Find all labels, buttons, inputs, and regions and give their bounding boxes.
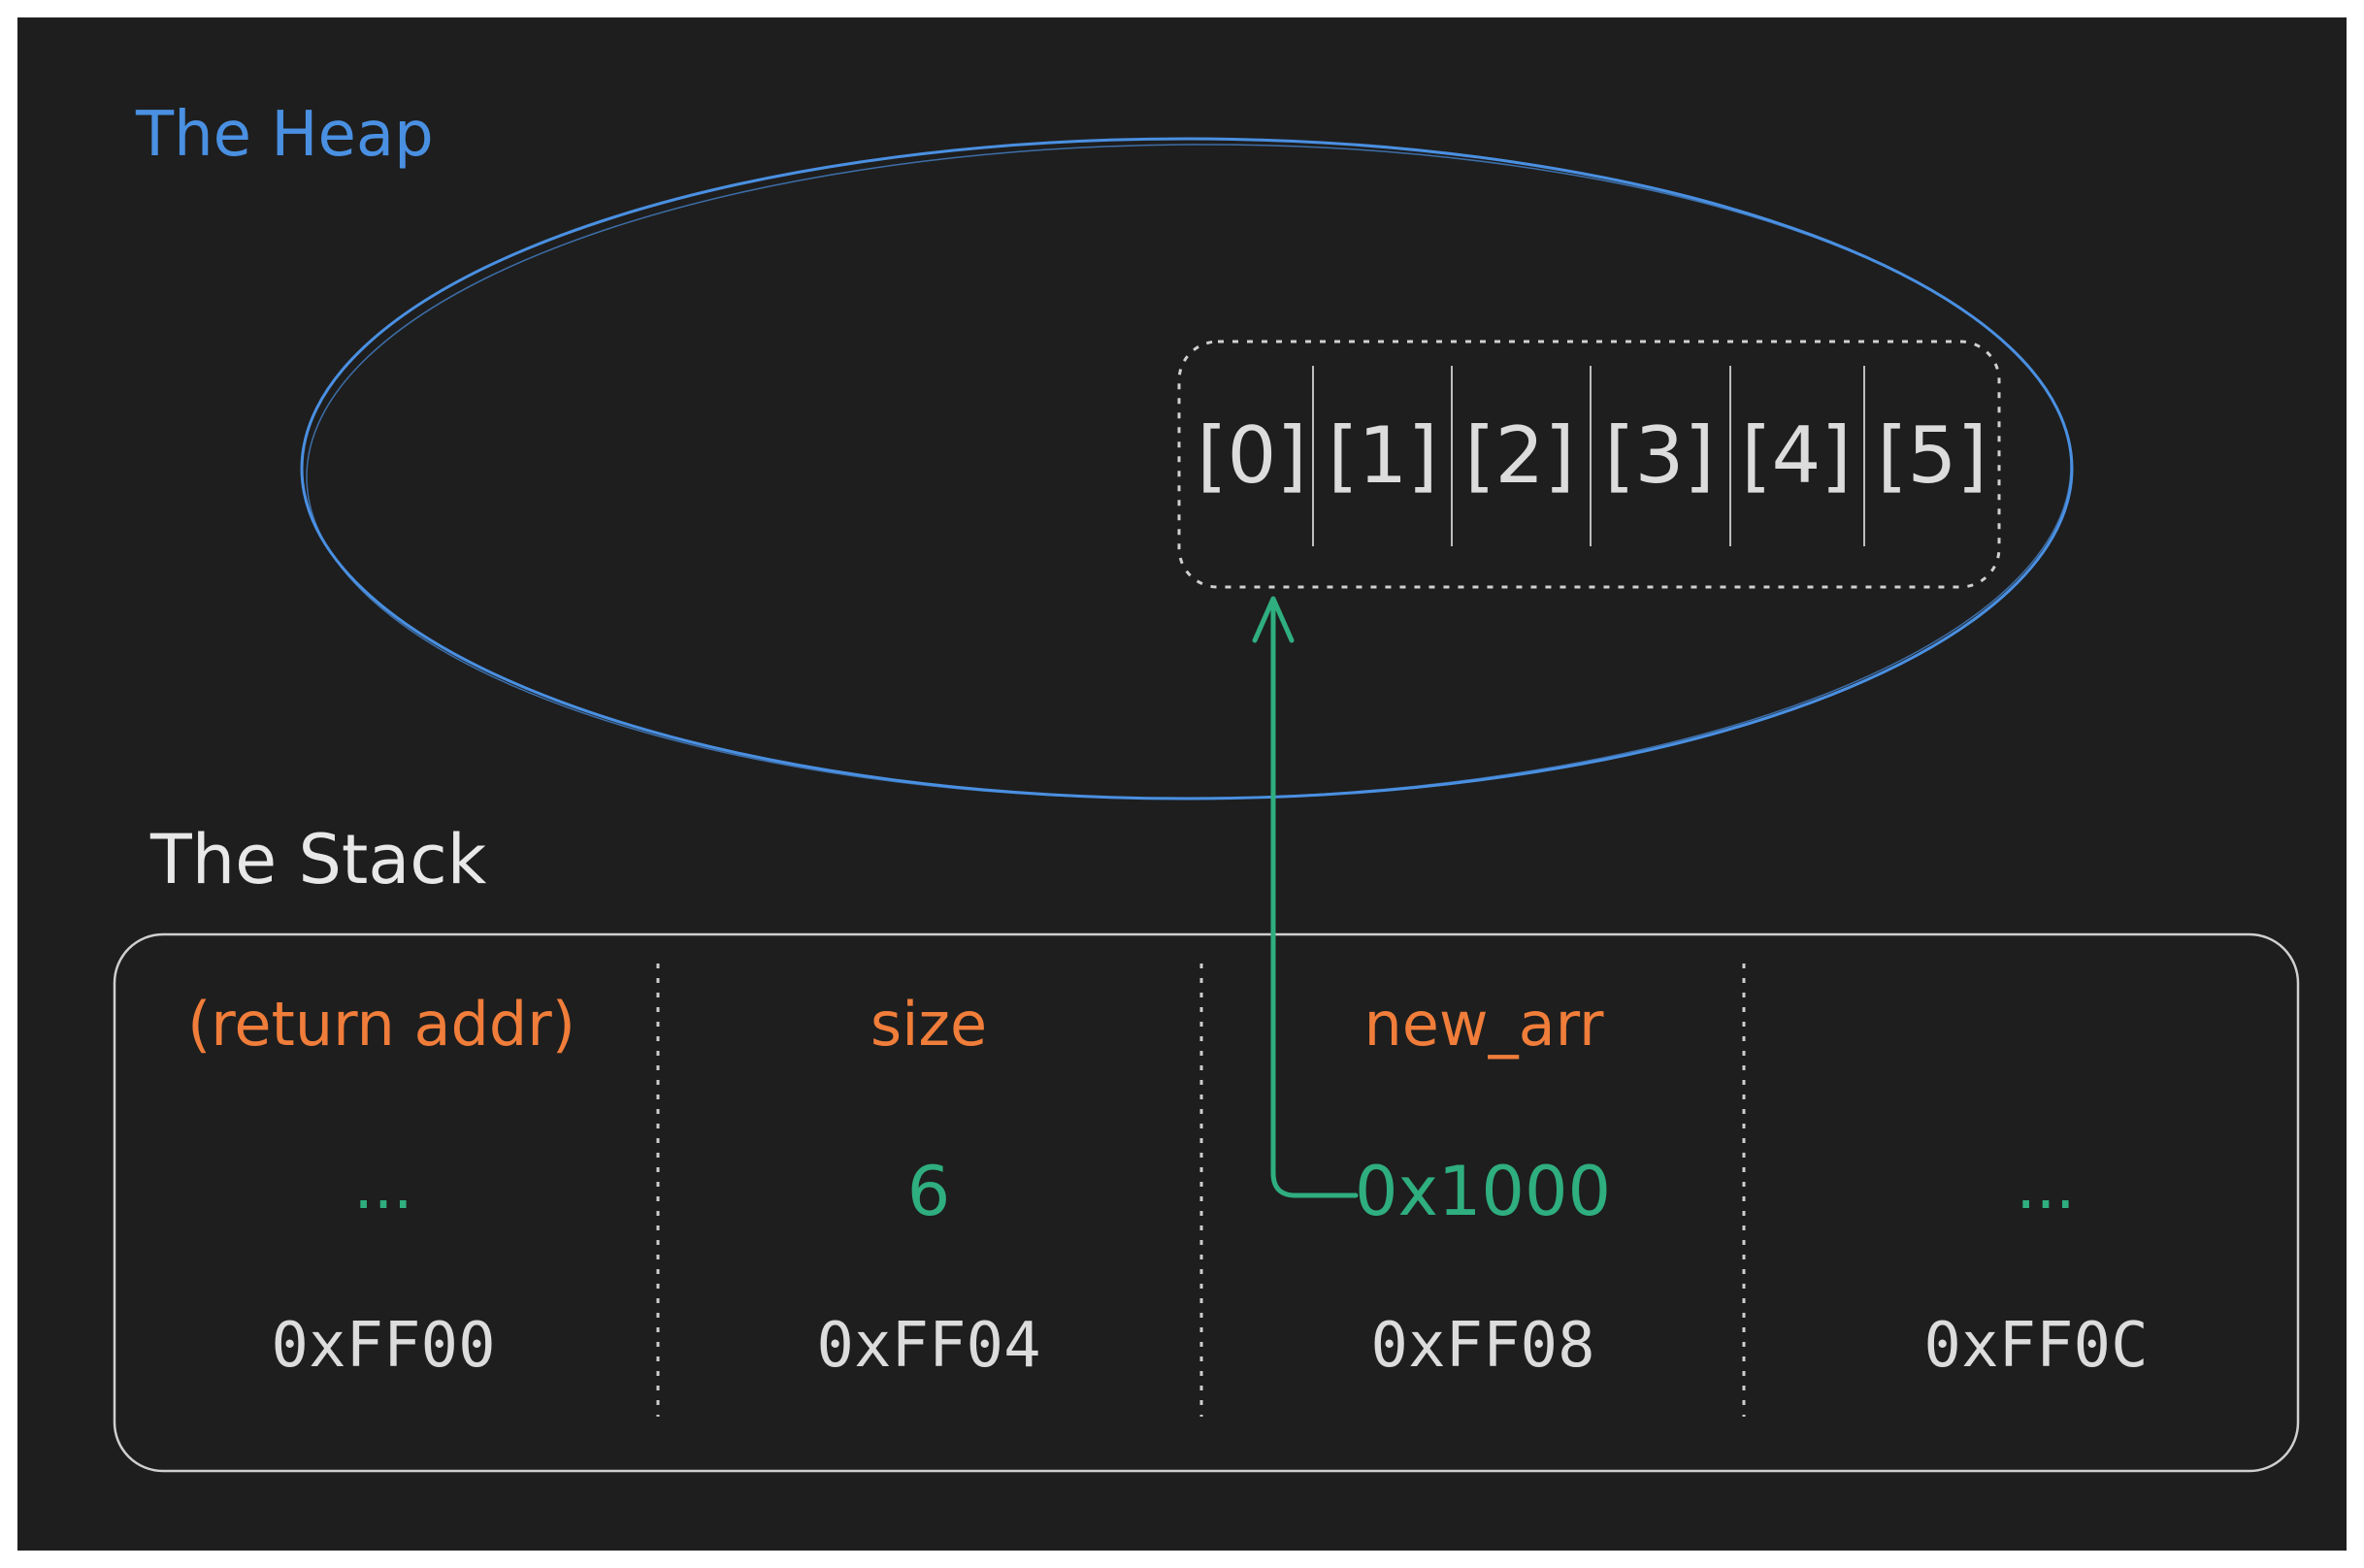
stack-slot: ... 0xFF0C [1923,1152,2148,1382]
slot-value: 6 [907,1152,951,1231]
array-cell: [4] [1741,410,1851,501]
pointer-arrow-line [1270,601,1359,1198]
array-cell: [2] [1464,410,1574,501]
array-cell: [1] [1328,410,1437,501]
stack-slot: (return addr) ... 0xFF00 [187,989,575,1382]
array-cell: [0] [1197,410,1306,501]
slot-address: 0xFF04 [816,1310,1040,1382]
array-cell: [5] [1877,410,1986,501]
slot-value: 0x1000 [1355,1152,1611,1231]
stack-label: The Stack [149,820,487,899]
slot-name: (return addr) [187,989,575,1060]
slot-address: 0xFF00 [271,1310,495,1382]
slot-address: 0xFF0C [1923,1310,2148,1382]
slot-name: size [870,989,987,1060]
heap-region [300,137,2074,800]
stack-slot: new_arr 0x1000 0xFF08 [1355,989,1611,1382]
slot-address: 0xFF08 [1370,1310,1594,1382]
slot-value: ... [353,1152,412,1224]
stack-slot: size 6 0xFF04 [816,989,1040,1382]
slot-name: new_arr [1363,989,1604,1060]
heap-label: The Heap [135,99,434,171]
array-cell: [3] [1604,410,1714,501]
pointer-arrow [1252,596,1359,1198]
heap-array-border [1177,340,2001,589]
pointer-arrowhead [1252,596,1295,643]
stack-frame [113,932,2300,1473]
diagram-background [17,17,2347,1551]
slot-value: ... [2016,1152,2075,1224]
heap-array: [0] [1] [2] [3] [4] [5] [1177,340,2001,589]
